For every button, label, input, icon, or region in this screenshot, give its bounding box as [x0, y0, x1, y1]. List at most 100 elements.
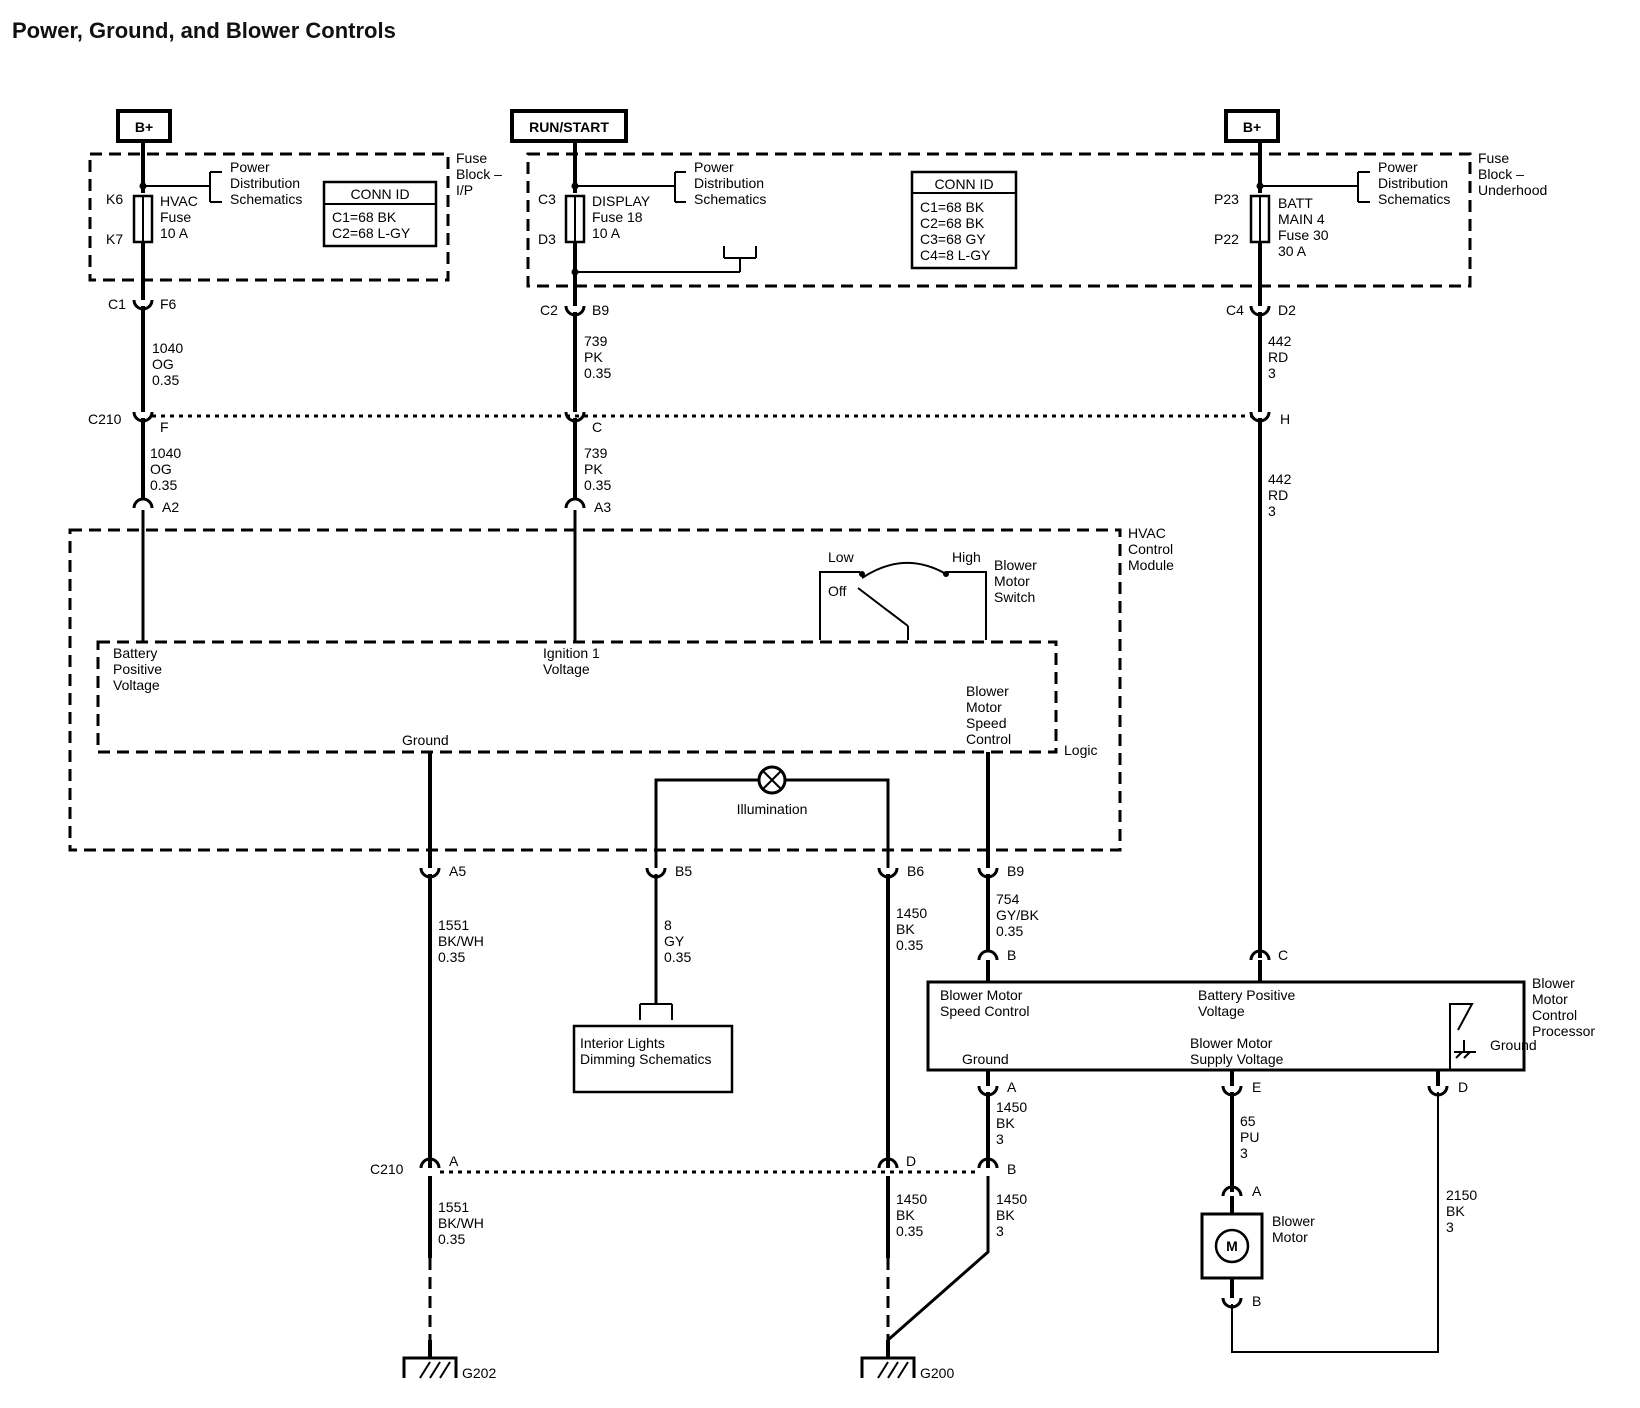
svg-text:0.35: 0.35	[150, 477, 177, 493]
connector-bmc-a: A	[1007, 1079, 1017, 1095]
svg-text:C4=8 L-GY: C4=8 L-GY	[920, 247, 991, 263]
svg-text:Control: Control	[1128, 541, 1173, 557]
svg-text:C1=68 BK: C1=68 BK	[332, 209, 397, 225]
motor-symbol: M	[1226, 1238, 1238, 1254]
connector-c210-top: C210	[88, 411, 122, 427]
wire-1551-top: 1551 BK/WH 0.35	[438, 917, 484, 965]
svg-text:Distribution: Distribution	[230, 175, 300, 191]
svg-text:PU: PU	[1240, 1129, 1259, 1145]
source-b-plus-right: B+	[1224, 109, 1280, 143]
hvac-fuse-pin-k7: K7	[106, 231, 123, 247]
svg-text:OG: OG	[152, 356, 174, 372]
conn-id-ip-table: CONN ID C1=68 BK C2=68 L-GY	[322, 180, 438, 248]
wire-2150: 2150 BK 3	[1446, 1187, 1477, 1235]
svg-text:1040: 1040	[152, 340, 183, 356]
svg-text:GY: GY	[664, 933, 685, 949]
ground-g200-label: G200	[920, 1365, 954, 1381]
hvac-module-outline	[68, 528, 1122, 852]
svg-text:Control: Control	[1532, 1007, 1577, 1023]
svg-text:Blower: Blower	[994, 557, 1037, 573]
svg-text:8: 8	[664, 917, 672, 933]
svg-text:442: 442	[1268, 333, 1292, 349]
svg-text:1450: 1450	[996, 1191, 1027, 1207]
switch-low-label: Low	[828, 549, 855, 565]
svg-text:0.35: 0.35	[152, 372, 179, 388]
svg-text:BK: BK	[996, 1207, 1015, 1223]
svg-text:30 A: 30 A	[1278, 243, 1307, 259]
svg-text:C3=68 GY: C3=68 GY	[920, 231, 986, 247]
svg-text:Schematics: Schematics	[1378, 191, 1450, 207]
svg-text:Blower: Blower	[966, 683, 1009, 699]
svg-text:Battery: Battery	[113, 645, 157, 661]
svg-text:0.35: 0.35	[664, 949, 691, 965]
svg-text:BK: BK	[996, 1115, 1015, 1131]
svg-text:Schematics: Schematics	[694, 191, 766, 207]
svg-text:Schematics: Schematics	[230, 191, 302, 207]
svg-text:BK/WH: BK/WH	[438, 1215, 484, 1231]
svg-text:Supply Voltage: Supply Voltage	[1190, 1051, 1284, 1067]
svg-text:Blower Motor: Blower Motor	[940, 987, 1023, 1003]
svg-text:OG: OG	[150, 461, 172, 477]
display-fuse-label: DISPLAY Fuse 18 10 A	[592, 193, 651, 241]
svg-text:Voltage: Voltage	[1198, 1003, 1245, 1019]
blower-motor-control-processor	[926, 980, 1526, 1072]
wire-1040-top: 1040 OG 0.35	[152, 340, 183, 388]
wire-754: 754 GY/BK 0.35	[996, 891, 1039, 939]
svg-text:Battery Positive: Battery Positive	[1198, 987, 1295, 1003]
svg-text:MAIN 4: MAIN 4	[1278, 211, 1325, 227]
svg-text:RD: RD	[1268, 349, 1288, 365]
svg-text:Block –: Block –	[1478, 166, 1524, 182]
source-b-plus-left: B+	[116, 109, 172, 143]
illumination-lamp: Illumination	[654, 765, 890, 868]
interior-lights-dimming-ref[interactable]: Interior Lights Dimming Schematics	[572, 1024, 734, 1094]
svg-text:3: 3	[1446, 1219, 1454, 1235]
illumination-label: Illumination	[737, 801, 808, 817]
hvac-logic-label: Logic	[1064, 742, 1097, 758]
conn-id-underhood-table: CONN ID C1=68 BK C2=68 BK C3=68 GY C4=8 …	[910, 170, 1018, 270]
svg-text:PK: PK	[584, 349, 603, 365]
connector-a5: A5	[449, 863, 466, 879]
svg-text:Power: Power	[694, 159, 734, 175]
svg-text:1040: 1040	[150, 445, 181, 461]
blower-motor-switch[interactable]: Low High Off	[819, 549, 987, 640]
connector-c210-bottom: C210	[370, 1161, 404, 1177]
source-run-start-label: RUN/START	[529, 119, 609, 135]
power-distribution-ref-display[interactable]: Power Distribution Schematics	[694, 159, 766, 207]
connector-f6: F6	[160, 296, 177, 312]
blower-motor-switch-label: Blower Motor Switch	[994, 557, 1037, 605]
svg-text:0.35: 0.35	[584, 477, 611, 493]
svg-text:739: 739	[584, 445, 608, 461]
wire-442-mid: 442 RD 3	[1268, 471, 1292, 519]
fuse-block-ip-outline	[88, 152, 450, 282]
ground-g202-label: G202	[462, 1365, 496, 1381]
svg-text:3: 3	[1240, 1145, 1248, 1161]
fuse-block-underhood-label: Fuse Block – Underhood	[1478, 150, 1547, 198]
motor-icon	[1214, 1228, 1250, 1264]
svg-text:C2=68 BK: C2=68 BK	[920, 215, 985, 231]
connector-c: C	[592, 419, 602, 435]
connector-b6: B6	[907, 863, 924, 879]
svg-text:Blower: Blower	[1532, 975, 1575, 991]
svg-text:DISPLAY: DISPLAY	[592, 193, 651, 209]
svg-text:Block –: Block –	[456, 166, 502, 182]
switch-high-label: High	[952, 549, 981, 565]
batt-fuse-label: BATT MAIN 4 Fuse 30 30 A	[1278, 195, 1329, 259]
svg-text:0.35: 0.35	[584, 365, 611, 381]
svg-text:Fuse 18: Fuse 18	[592, 209, 643, 225]
connector-c210-a: A	[449, 1153, 459, 1169]
svg-text:Control: Control	[966, 731, 1011, 747]
connector-c4: C4	[1226, 302, 1244, 318]
svg-text:I/P: I/P	[456, 182, 473, 198]
svg-text:1450: 1450	[896, 1191, 927, 1207]
switch-off-label: Off	[828, 583, 847, 599]
svg-text:10 A: 10 A	[160, 225, 189, 241]
hvac-module-label: HVAC Control Module	[1128, 525, 1174, 573]
power-distribution-ref-ip[interactable]: Power Distribution Schematics	[230, 159, 302, 207]
svg-text:10 A: 10 A	[592, 225, 621, 241]
power-distribution-ref-underhood[interactable]: Power Distribution Schematics	[1378, 159, 1450, 207]
ignition-voltage-label: Ignition 1 Voltage	[543, 645, 600, 677]
svg-text:Distribution: Distribution	[694, 175, 764, 191]
fuse-block-ip-label: Fuse Block – I/P	[456, 150, 502, 198]
svg-text:BK/WH: BK/WH	[438, 933, 484, 949]
